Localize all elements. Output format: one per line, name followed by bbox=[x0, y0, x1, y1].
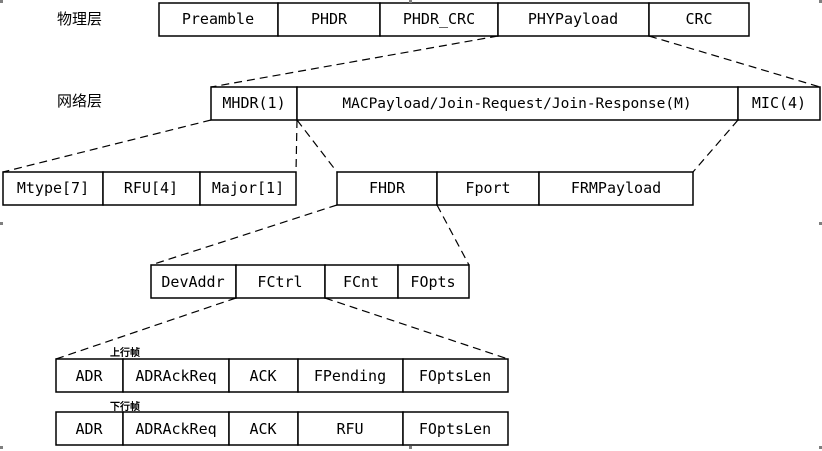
uplink-label: 上行帧 bbox=[110, 346, 140, 359]
mac-row: MHDR(1) MACPayload/Join-Request/Join-Res… bbox=[210, 86, 821, 121]
fhdr-devaddr: DevAddr bbox=[161, 273, 224, 291]
phy-preamble: Preamble bbox=[182, 10, 254, 28]
uplink-fpending: FPending bbox=[314, 367, 386, 385]
mac-macpayload: MACPayload/Join-Request/Join-Response(M) bbox=[342, 96, 691, 112]
phy-phypayload: PHYPayload bbox=[528, 10, 618, 28]
phy-row: Preamble PHDR PHDR_CRC PHYPayload CRC bbox=[158, 2, 750, 37]
downlink-adr: ADR bbox=[75, 420, 103, 438]
connector-fctrl-left bbox=[55, 297, 237, 360]
network-layer-label: 网络层 bbox=[57, 92, 102, 110]
downlink-foptslen: FOptsLen bbox=[419, 420, 491, 438]
mhdr-rfu: RFU[4] bbox=[124, 179, 178, 197]
macpayload-fhdr: FHDR bbox=[369, 179, 406, 197]
mac-mic: MIC(4) bbox=[752, 94, 806, 112]
uplink-foptslen: FOptsLen bbox=[419, 367, 491, 385]
uplink-fctrl-row: ADR ADRAckReq ACK FPending FOptsLen bbox=[55, 358, 509, 393]
connector-macpayload-right bbox=[692, 119, 739, 173]
macpayload-frmpayload: FRMPayload bbox=[571, 179, 661, 197]
downlink-rfu: RFU bbox=[336, 420, 363, 438]
uplink-adr: ADR bbox=[75, 367, 103, 385]
uplink-adrackreq: ADRAckReq bbox=[135, 367, 216, 385]
phy-crc: CRC bbox=[685, 10, 712, 28]
mac-mhdr: MHDR(1) bbox=[222, 94, 285, 112]
connector-fctrl-right bbox=[324, 297, 509, 360]
fhdr-fopts: FOpts bbox=[410, 273, 455, 291]
fhdr-fcnt: FCnt bbox=[343, 273, 379, 291]
connector-phypayload-right bbox=[648, 35, 821, 88]
phy-phdr: PHDR bbox=[311, 10, 348, 28]
connector-fhdr-left bbox=[150, 204, 338, 266]
downlink-label: 下行帧 bbox=[110, 400, 140, 413]
mhdr-mtype: Mtype[7] bbox=[17, 179, 89, 197]
connector-mhdr-right bbox=[295, 119, 298, 173]
connector-mhdr-left bbox=[2, 119, 212, 173]
fhdr-row: DevAddr FCtrl FCnt FOpts bbox=[150, 264, 470, 299]
uplink-ack: ACK bbox=[249, 367, 276, 385]
connector-fhdr-right bbox=[436, 204, 470, 266]
connector-macpayload-left bbox=[296, 119, 338, 173]
fhdr-fctrl: FCtrl bbox=[257, 273, 302, 291]
macpayload-row: FHDR Fport FRMPayload bbox=[336, 171, 694, 206]
physical-layer-label: 物理层 bbox=[57, 10, 102, 28]
downlink-adrackreq: ADRAckReq bbox=[135, 420, 216, 438]
downlink-ack: ACK bbox=[249, 420, 276, 438]
expansion-connectors bbox=[2, 35, 821, 360]
macpayload-fport: Fport bbox=[465, 179, 510, 197]
downlink-fctrl-row: ADR ADRAckReq ACK RFU FOptsLen bbox=[55, 411, 509, 446]
mhdr-row: Mtype[7] RFU[4] Major[1] bbox=[2, 171, 297, 206]
connector-phypayload-left bbox=[210, 35, 499, 88]
mhdr-major: Major[1] bbox=[212, 179, 284, 197]
phy-phdr-crc: PHDR_CRC bbox=[403, 10, 475, 28]
